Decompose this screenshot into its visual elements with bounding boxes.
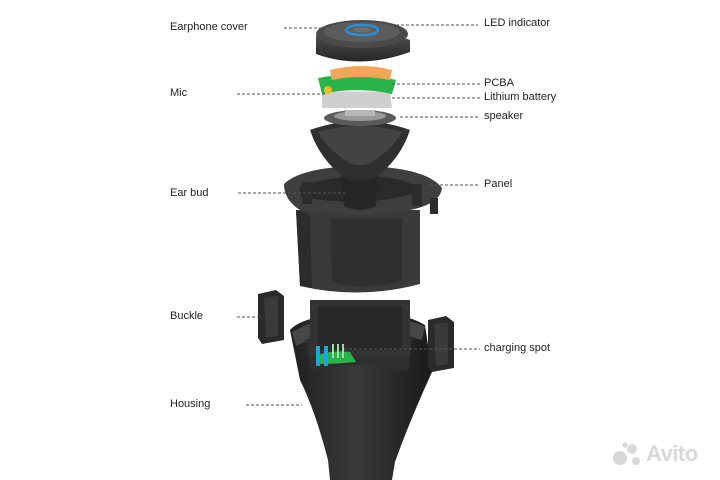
label-mic: Mic: [170, 87, 188, 99]
buckle-right-part: [428, 316, 454, 372]
label-panel: Panel: [484, 178, 513, 190]
label-charging-spot: charging spot: [484, 342, 551, 354]
avito-watermark: Avito: [612, 440, 698, 468]
buckle-left-part: [258, 290, 284, 344]
label-housing: Housing: [170, 398, 211, 410]
label-speaker: speaker: [484, 110, 524, 122]
speaker-part: [324, 110, 396, 126]
avito-watermark-text: Avito: [646, 441, 698, 466]
leader-lines: [237, 24, 480, 406]
label-lithium-battery: Lithium battery: [484, 91, 557, 103]
panel-part: [284, 166, 442, 293]
avito-logo-icon: [613, 442, 640, 465]
charging-spot-part: [316, 344, 356, 366]
label-earphone-cover: Earphone cover: [170, 21, 248, 33]
label-pcba: PCBA: [484, 77, 514, 89]
inner-frame-part: [310, 300, 410, 355]
label-buckle: Buckle: [170, 310, 204, 322]
pcba-part: [318, 66, 396, 94]
earphone-cover-part: [316, 20, 410, 62]
ear-bud-part: [310, 121, 410, 210]
label-ear-bud: Ear bud: [170, 187, 209, 199]
label-led-indicator: LED indicator: [484, 17, 551, 29]
